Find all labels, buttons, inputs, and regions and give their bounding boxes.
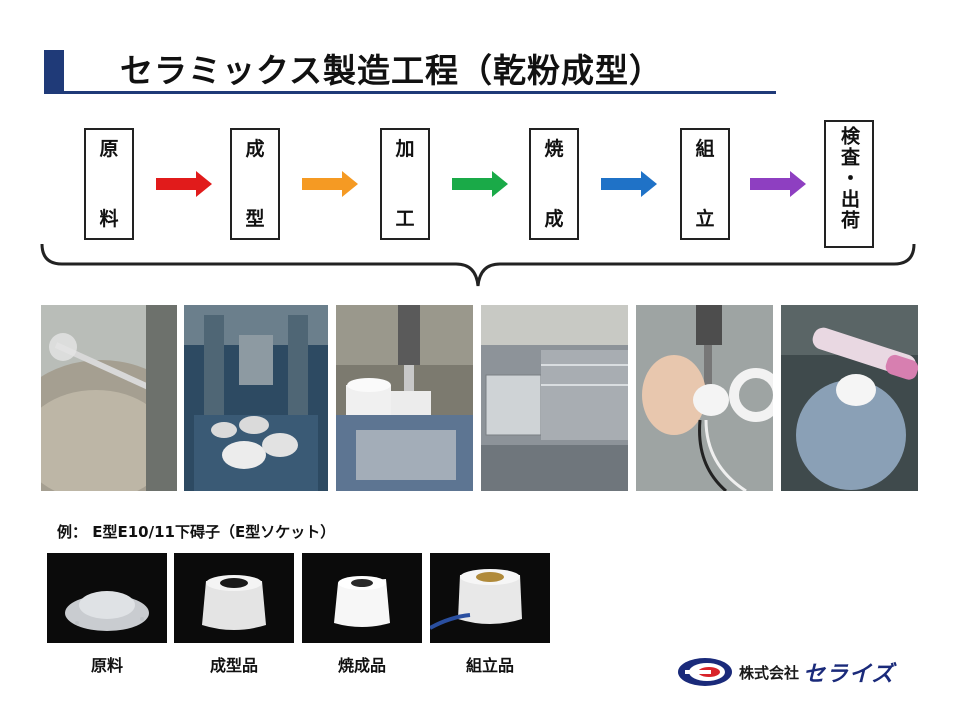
step-raw-material: 原 料	[84, 128, 134, 240]
arrow-icon	[601, 171, 657, 197]
arrow-icon	[750, 171, 806, 197]
title-underline	[44, 91, 776, 94]
step-bottom-text: 立	[695, 208, 715, 230]
step-bottom-text: 工	[395, 208, 415, 230]
thumb-label-fired-part: 焼成品	[337, 656, 386, 675]
step-molding: 成 型	[230, 128, 280, 240]
step-machining: 加 工	[380, 128, 430, 240]
arrow-icon	[302, 171, 358, 197]
brace-icon	[40, 243, 916, 287]
thumb-assembled-part	[430, 553, 550, 643]
logo-brand-name: セライズ	[803, 662, 895, 687]
photo-press-molding	[184, 305, 328, 491]
thumb-molded-part	[174, 553, 294, 643]
thumb-fired-part	[302, 553, 422, 643]
step-top-text: 焼	[544, 138, 564, 160]
logo-company-type: 株式会社	[739, 663, 800, 682]
arrow-icon	[452, 171, 508, 197]
step-bottom-text: 型	[245, 208, 265, 230]
photo-firing-furnace	[481, 305, 628, 491]
page-title: セラミックス製造工程（乾粉成型）	[120, 51, 664, 90]
step-bottom-text: ・出荷	[838, 168, 860, 231]
logo-mark-icon	[678, 658, 732, 686]
photo-raw-material-mixing	[41, 305, 177, 491]
photo-assembly	[636, 305, 773, 491]
step-assembly: 組 立	[680, 128, 730, 240]
thumb-label-assembled-part: 組立品	[465, 656, 514, 675]
title-accent-bar	[44, 50, 64, 92]
step-firing: 焼 成	[529, 128, 579, 240]
step-top-text: 組	[695, 138, 715, 160]
thumb-raw-material	[47, 553, 167, 643]
photo-inspection	[781, 305, 918, 491]
step-top-text: 検査	[838, 126, 860, 168]
thumb-label-molded-part: 成型品	[209, 656, 258, 675]
step-bottom-text: 成	[544, 208, 564, 230]
step-top-text: 成	[245, 138, 265, 160]
step-bottom-text: 料	[99, 208, 119, 230]
step-top-text: 加	[395, 138, 415, 160]
company-logo: 株式会社 セライズ	[677, 653, 922, 691]
step-inspection-shipping: 検査 ・出荷	[824, 120, 874, 248]
arrow-icon	[156, 171, 212, 197]
thumb-label-raw-material: 原料	[90, 656, 123, 675]
step-top-text: 原	[99, 138, 119, 160]
photo-machining	[336, 305, 473, 491]
example-caption: 例： E型E10/11下碍子（E型ソケット）	[57, 523, 336, 541]
